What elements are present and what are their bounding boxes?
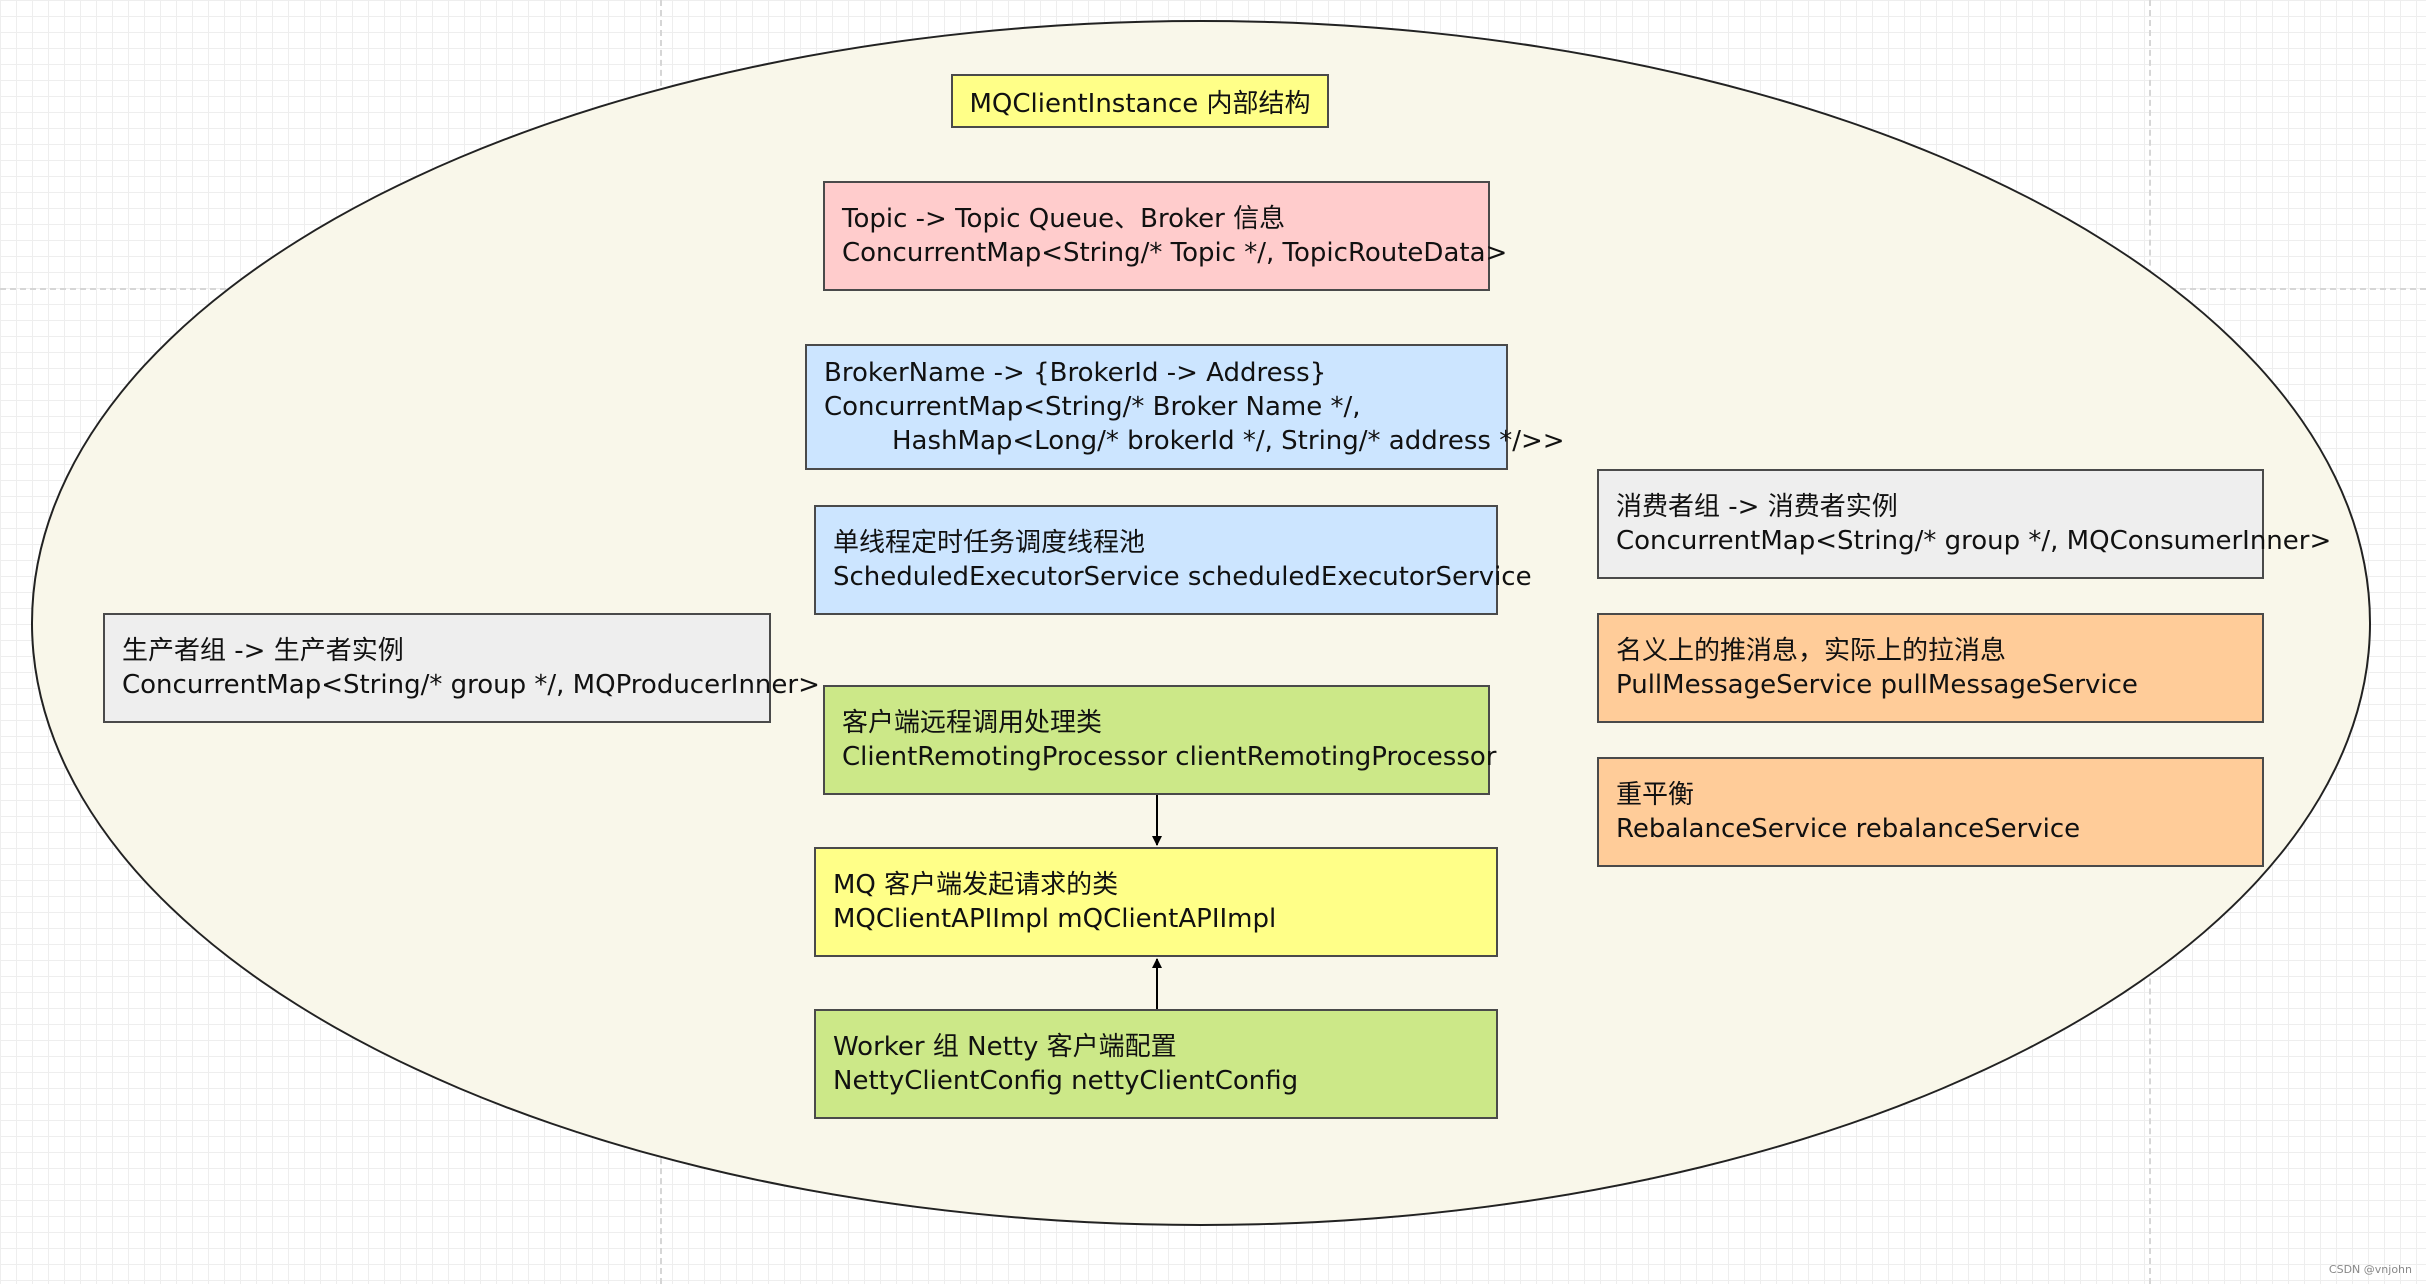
netty-client-config-node[interactable]: Worker 组 Netty 客户端配置 NettyClientConfig n…: [814, 1009, 1498, 1119]
node-label: 重平衡: [1616, 780, 1695, 810]
broker-addr-table-node[interactable]: BrokerName -> {BrokerId -> Address} Conc…: [805, 344, 1565, 470]
watermark: CSDN @vnjohn: [2328, 1263, 2412, 1276]
node-code: ConcurrentMap<String/* Broker Name */,: [824, 392, 1361, 422]
rebalance-service-node[interactable]: 重平衡 RebalanceService rebalanceService: [1597, 757, 2264, 867]
node-label: 客户端远程调用处理类: [842, 708, 1103, 738]
node-label: 单线程定时任务调度线程池: [833, 528, 1146, 558]
node-code: MQClientAPIImpl mQClientAPIImpl: [833, 904, 1277, 934]
pull-message-service-node[interactable]: 名义上的推消息，实际上的拉消息 PullMessageService pullM…: [1597, 613, 2264, 723]
node-code: ConcurrentMap<String/* Topic */, TopicRo…: [842, 238, 1508, 268]
node-label: 名义上的推消息，实际上的拉消息: [1616, 636, 2007, 666]
client-api-impl-node[interactable]: MQ 客户端发起请求的类 MQClientAPIImpl mQClientAPI…: [814, 847, 1498, 957]
node-code: ConcurrentMap<String/* group */, MQConsu…: [1616, 526, 2332, 556]
topic-route-table-node[interactable]: Topic -> Topic Queue、Broker 信息 Concurren…: [823, 181, 1508, 291]
node-code: PullMessageService pullMessageService: [1616, 670, 2138, 700]
node-code: ConcurrentMap<String/* group */, MQProdu…: [122, 670, 820, 700]
producer-table-node[interactable]: 生产者组 -> 生产者实例 ConcurrentMap<String/* gro…: [103, 613, 820, 723]
node-code: RebalanceService rebalanceService: [1616, 814, 2081, 844]
node-code: ScheduledExecutorService scheduledExecut…: [833, 562, 1532, 592]
node-code: NettyClientConfig nettyClientConfig: [833, 1066, 1299, 1096]
remoting-processor-node[interactable]: 客户端远程调用处理类 ClientRemotingProcessor clien…: [823, 685, 1497, 795]
node-code: HashMap<Long/* brokerId */, String/* add…: [892, 426, 1565, 456]
node-label: 生产者组 -> 生产者实例: [122, 636, 404, 666]
consumer-table-node[interactable]: 消费者组 -> 消费者实例 ConcurrentMap<String/* gro…: [1597, 469, 2332, 579]
diagram-title[interactable]: MQClientInstance 内部结构: [951, 74, 1329, 128]
node-label: Topic -> Topic Queue、Broker 信息: [842, 204, 1286, 234]
node-label: Worker 组 Netty 客户端配置: [833, 1032, 1177, 1062]
scheduled-executor-node[interactable]: 单线程定时任务调度线程池 ScheduledExecutorService sc…: [814, 505, 1532, 615]
node-code: ClientRemotingProcessor clientRemotingPr…: [842, 742, 1497, 772]
node-label: BrokerName -> {BrokerId -> Address}: [824, 358, 1327, 388]
node-label: 消费者组 -> 消费者实例: [1616, 492, 1898, 522]
node-label: MQ 客户端发起请求的类: [833, 870, 1119, 900]
